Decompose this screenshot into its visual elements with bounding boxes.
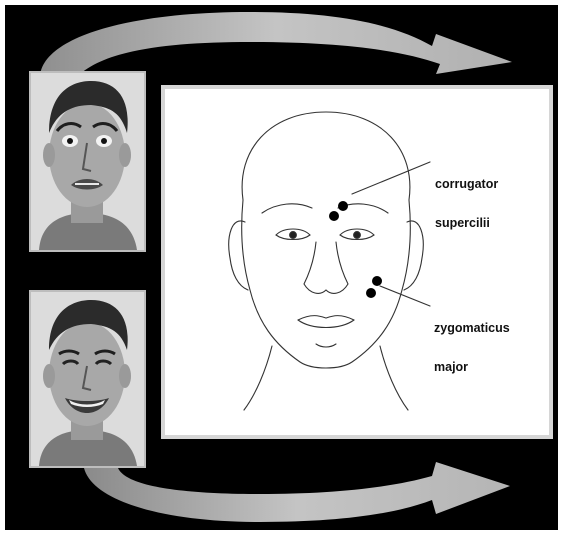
- fear-face-photo: [29, 71, 146, 252]
- corrugator-label-line1: corrugator: [435, 178, 498, 191]
- corrugator-label-line2: supercilii: [435, 217, 498, 230]
- corrugator-label: corrugator supercilii: [435, 152, 498, 256]
- zygomaticus-label-line1: zygomaticus: [434, 322, 510, 335]
- zygomaticus-label-line2: major: [434, 361, 510, 374]
- happy-face-illustration: [31, 292, 144, 466]
- zygomaticus-label: zygomaticus major: [434, 296, 510, 400]
- fear-face-illustration: [31, 73, 144, 250]
- happy-face-photo: [29, 290, 146, 468]
